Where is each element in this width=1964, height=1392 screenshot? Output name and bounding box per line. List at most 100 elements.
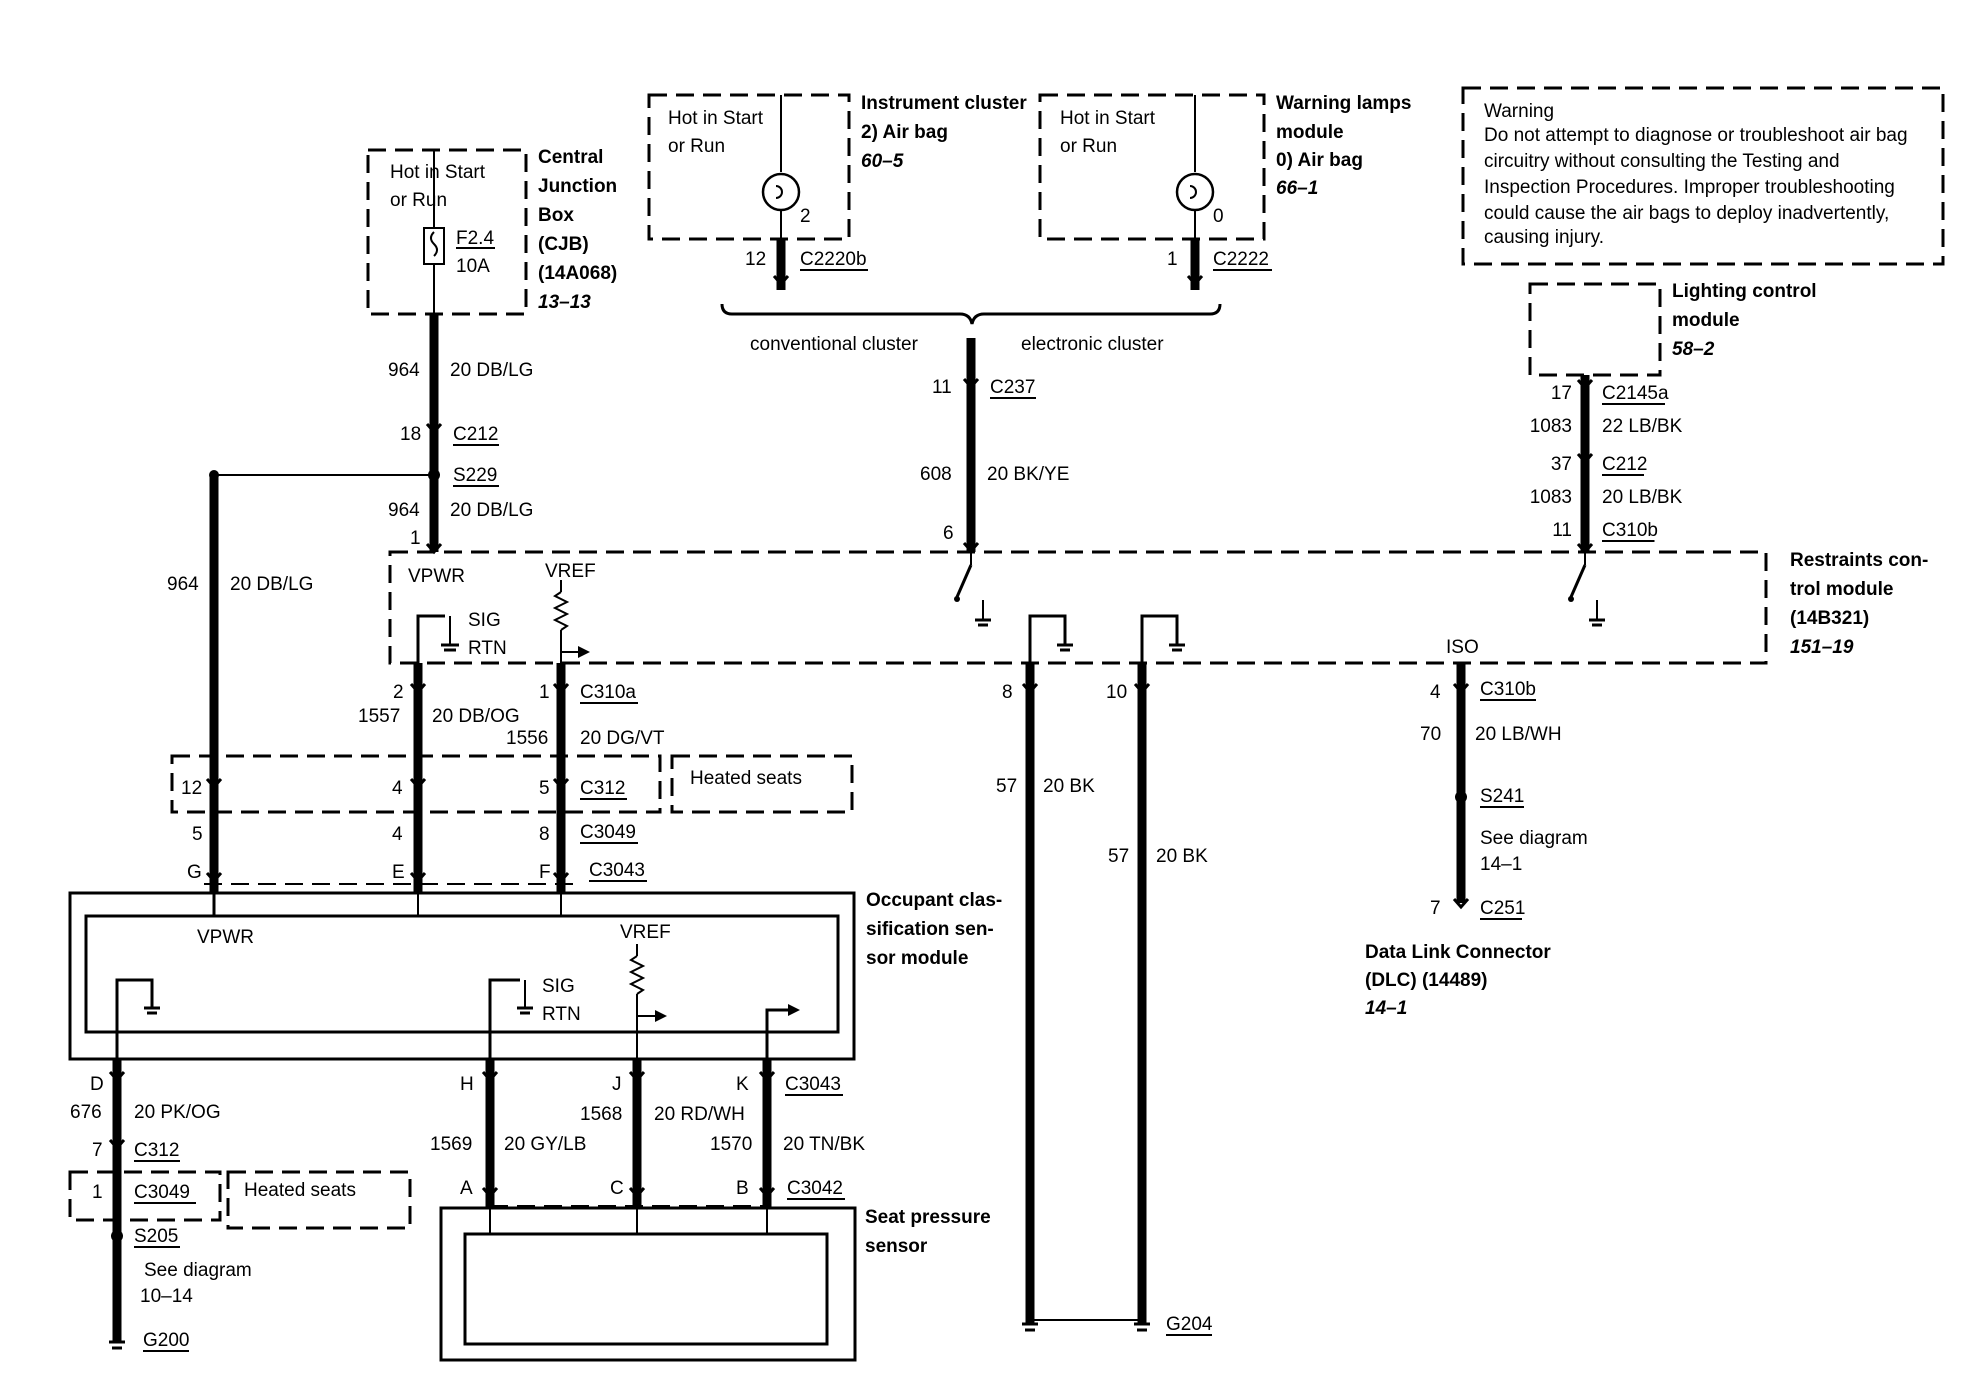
ssr-name-2: sensor [865,1236,928,1257]
warning-title: Warning [1484,101,1554,122]
splice-s205-dot [111,1230,123,1242]
rcm-ground-wires: 8 10 57 20 BK 57 20 BK G204 [996,663,1213,1336]
ground-g204: G204 [1166,1314,1213,1335]
warnlamps-pin: 0 [1213,206,1224,227]
warning-line-1: Do not attempt to diagnose or troublesho… [1484,125,1908,146]
c3049-pin-8: 8 [539,824,550,845]
cluster-hot-2: or Run [668,136,725,157]
lighting-row-left: 37 [1551,454,1572,475]
connector-tick [1452,898,1470,910]
c3049-pin-5: 5 [192,824,203,845]
c237-pin: 11 [932,377,952,398]
feed-c212: C212 [453,424,498,445]
c312-pin-12: 12 [181,778,202,799]
connector-tick [1186,275,1204,287]
dlc-ref: 14–1 [1365,998,1407,1019]
cluster-brace: conventional cluster electronic cluster … [720,303,1222,552]
lb-pin-7: 7 [92,1140,103,1161]
restraints-control-module: VPWR VREF SIG RTN ISO [388,550,1928,665]
lb-heated-label: Heated seats [244,1180,356,1201]
warning-line-2: circuitry without consulting the Testing… [1484,151,1840,172]
iso-pin-4: 4 [1430,682,1441,703]
c3049-conn: C3049 [580,822,636,843]
circuit-1568: 1568 [580,1104,622,1125]
warnlamps-hot-2: or Run [1060,136,1117,157]
feed-circuit-964-2: 964 [388,500,420,521]
connector-tick [205,872,223,884]
dlc-name-2: (DLC) (14489) [1365,970,1487,991]
warnlamps-name-1: Warning lamps [1276,93,1411,114]
ocsm-pin-k: K [736,1074,749,1095]
warning-box: Warning Do not attempt to diagnose or tr… [1461,86,1945,266]
c3049-pin-4: 4 [392,824,403,845]
lighting-name-1: Lighting control [1672,281,1817,302]
central-junction-box: Hot in Start or Run F2.4 10A Central Jun… [366,147,617,316]
c237-conn: C237 [990,377,1035,398]
c3043-pin-f: F [539,862,551,883]
cjb-name-1: Central [538,147,603,168]
cluster-hot-1: Hot in Start [668,108,764,129]
rcm-lower-pin2: 2 [393,682,404,703]
ssr-c3042: C3042 [787,1178,843,1199]
lighting-row-right: 22 LB/BK [1602,416,1683,437]
lb-see-1: See diagram [144,1260,252,1281]
lighting-row-left: 11 [1552,520,1572,541]
ocsm-c3043: C3043 [785,1074,841,1095]
lb-g200: G200 [143,1330,189,1351]
cluster-conn: C2220b [800,249,867,270]
connector-tick [1021,683,1039,695]
circuit-608: 608 [920,464,952,485]
ocsm-name-2: sification sen- [866,919,994,940]
lb-c312: C312 [134,1140,179,1161]
warnlamps-conn-pin: 1 [1167,249,1178,270]
rcm-name-2: trol module [1790,579,1893,600]
warnlamps-item: 0) Air bag [1276,150,1363,171]
connector-tick [205,778,223,790]
fuse-id: F2.4 [456,228,494,249]
connector-tick [552,683,570,695]
ssr-pin-a: A [460,1178,473,1199]
ground-circuit-57a: 57 [996,776,1017,797]
rcm-sig: SIG [468,610,501,631]
dlc-see-1: See diagram [1480,828,1588,849]
lighting-row-left: 1083 [1530,487,1572,508]
circuit-1557: 1557 [358,706,400,727]
lb-c3049: C3049 [134,1182,190,1203]
instrument-cluster: Hot in Start or Run 2 12 C2220b Instrume… [647,93,1027,290]
branch-wire: 20 DB/LG [230,574,313,595]
connector-tick [758,1187,776,1199]
ocsm-rtn: RTN [542,1004,581,1025]
lighting-row-right: C2145a [1602,383,1669,404]
connector-tick [409,778,427,790]
connector-tick [962,378,980,390]
warnlamps-conn: C2222 [1213,249,1269,270]
connector-tick [962,542,980,554]
wire-1568: 20 RD/WH [654,1104,745,1125]
warning-lamps-module: Hot in Start or Run 0 1 C2222 Warning la… [1038,93,1411,290]
rcm-vpwr: VPWR [408,566,465,587]
wire-1556: 20 DG/VT [580,728,665,749]
ocsm-vpwr: VPWR [197,927,254,948]
warnlamps-hot-1: Hot in Start [1060,108,1156,129]
ssr-name-1: Seat pressure [865,1207,991,1228]
wire-1569: 20 GY/LB [504,1134,586,1155]
connector-tick [772,275,790,287]
rcm-pin-10: 10 [1106,682,1127,703]
wire-676: 20 PK/OG [134,1102,221,1123]
c312-heated-seats: 12 4 5 C312 Heated seats 5 4 8 C3049 G E… [170,754,854,885]
warning-line-5: causing injury. [1484,227,1604,248]
connector-tick [628,1187,646,1199]
connector-tick [1576,379,1594,391]
rcm-lower-conn: C310a [580,682,636,703]
lb-see-2: 10–14 [140,1286,193,1307]
rcm-pin-8: 8 [1002,682,1013,703]
connector-tick [628,1071,646,1083]
lighting-row-right: C310b [1602,520,1658,541]
connector-tick [108,1139,126,1151]
c312-pin-5: 5 [539,778,550,799]
feed-pin-1: 1 [410,528,421,549]
circuit-1570: 1570 [710,1134,752,1155]
warnlamps-ref: 66–1 [1276,178,1318,199]
cjb-ref: 13–13 [538,292,591,313]
